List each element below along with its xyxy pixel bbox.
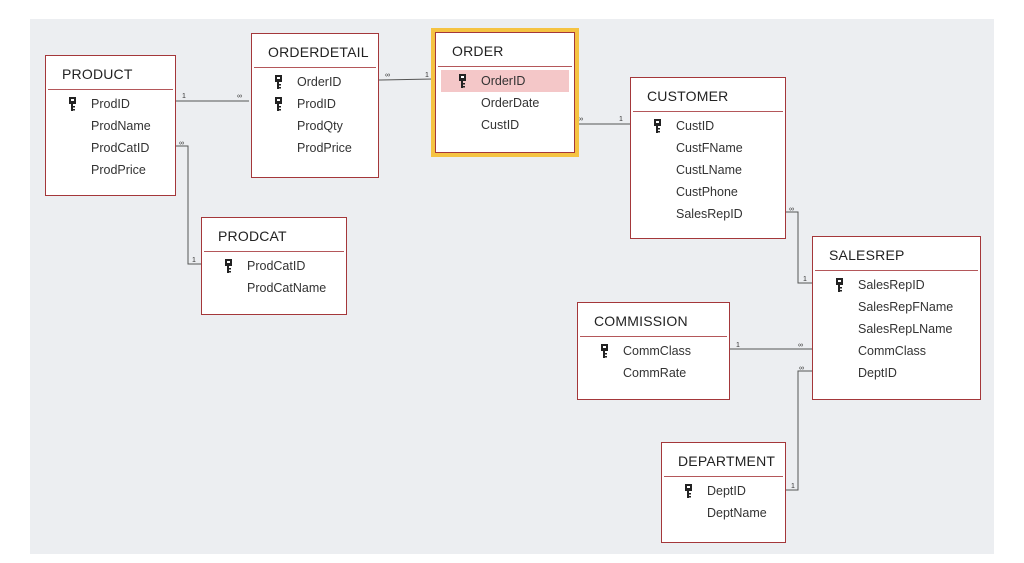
field-name: ProdQty [297,119,343,133]
table-order[interactable]: ORDER OrderID OrderDate CustID [431,28,579,157]
field-name: OrderID [297,75,342,89]
field-row[interactable]: ProdID [257,93,373,115]
table-title: ORDER [438,33,572,67]
field-row[interactable]: ProdCatName [207,277,341,299]
field-name: CustLName [676,163,742,177]
field-name: DeptName [707,506,767,520]
field-name: ProdID [91,97,130,111]
field-list: ProdCatID ProdCatName [202,252,346,299]
field-name: DeptID [707,484,746,498]
field-name: OrderDate [481,96,540,110]
field-name: ProdName [91,119,151,133]
table-title: CUSTOMER [633,78,783,112]
field-list: OrderID OrderDate CustID [436,67,574,136]
table-prodcat[interactable]: PRODCAT ProdCatID ProdCatName [201,217,347,315]
table-title: COMMISSION [580,303,727,337]
table-commission[interactable]: COMMISSION CommClass CommRate [577,302,730,400]
field-name: DeptID [858,366,897,380]
field-row[interactable]: ProdName [51,115,170,137]
key-icon [685,484,692,498]
field-row[interactable]: SalesRepLName [818,318,975,340]
field-name: ProdPrice [297,141,352,155]
table-title: PRODUCT [48,56,173,90]
field-row[interactable]: CommRate [583,362,724,384]
key-icon [275,97,282,111]
field-name: SalesRepID [858,278,925,292]
key-icon [459,74,466,88]
table-title: SALESREP [815,237,978,271]
table-orderdetail[interactable]: ORDERDETAIL OrderID ProdID ProdQty ProdP… [251,33,379,178]
key-icon [654,119,661,133]
table-salesrep[interactable]: SALESREP SalesRepID SalesRepFName SalesR… [812,236,981,400]
field-row[interactable]: CustLName [636,159,780,181]
field-list: SalesRepID SalesRepFName SalesRepLName C… [813,271,980,384]
field-row[interactable]: CommClass [818,340,975,362]
field-row[interactable]: ProdCatID [51,137,170,159]
key-icon [601,344,608,358]
field-row-selected[interactable]: OrderID [441,70,569,92]
field-name: CommClass [858,344,927,358]
field-name: CustFName [676,141,743,155]
table-department[interactable]: DEPARTMENT DeptID DeptName [661,442,786,543]
table-product[interactable]: PRODUCT ProdID ProdName ProdCatID ProdPr… [45,55,176,196]
field-name: ProdID [297,97,336,111]
field-row[interactable]: ProdPrice [51,159,170,181]
field-name: ProdCatID [247,259,306,273]
key-icon [69,97,76,111]
key-icon [836,278,843,292]
field-name: ProdCatName [247,281,327,295]
key-icon [225,259,232,273]
field-row[interactable]: CommClass [583,340,724,362]
field-row[interactable]: ProdPrice [257,137,373,159]
field-name: CustID [481,118,520,132]
table-title: ORDERDETAIL [254,34,376,68]
field-name: OrderID [481,74,526,88]
field-row[interactable]: OrderDate [441,92,569,114]
table-title: DEPARTMENT [664,443,783,477]
field-row[interactable]: SalesRepID [636,203,780,225]
field-list: DeptID DeptName [662,477,785,524]
table-customer[interactable]: CUSTOMER CustID CustFName CustLName Cust… [630,77,786,239]
field-name: CommRate [623,366,687,380]
field-list: OrderID ProdID ProdQty ProdPrice [252,68,378,159]
field-row[interactable]: DeptName [667,502,780,524]
field-row[interactable]: CustFName [636,137,780,159]
field-row[interactable]: ProdQty [257,115,373,137]
field-row[interactable]: OrderID [257,71,373,93]
field-name: SalesRepFName [858,300,954,314]
field-name: CustID [676,119,715,133]
field-row[interactable]: CustID [636,115,780,137]
field-row[interactable]: CustPhone [636,181,780,203]
field-list: ProdID ProdName ProdCatID ProdPrice [46,90,175,181]
field-row[interactable]: DeptID [667,480,780,502]
field-name: ProdCatID [91,141,150,155]
table-title: PRODCAT [204,218,344,252]
field-row[interactable]: DeptID [818,362,975,384]
field-row[interactable]: ProdCatID [207,255,341,277]
field-list: CustID CustFName CustLName CustPhone Sal… [631,112,785,225]
field-name: CustPhone [676,185,738,199]
field-row[interactable]: SalesRepID [818,274,975,296]
field-row[interactable]: CustID [441,114,569,136]
field-name: CommClass [623,344,692,358]
field-name: SalesRepID [676,207,743,221]
field-row[interactable]: ProdID [51,93,170,115]
key-icon [275,75,282,89]
field-name: ProdPrice [91,163,146,177]
field-list: CommClass CommRate [578,337,729,384]
field-row[interactable]: SalesRepFName [818,296,975,318]
field-name: SalesRepLName [858,322,953,336]
